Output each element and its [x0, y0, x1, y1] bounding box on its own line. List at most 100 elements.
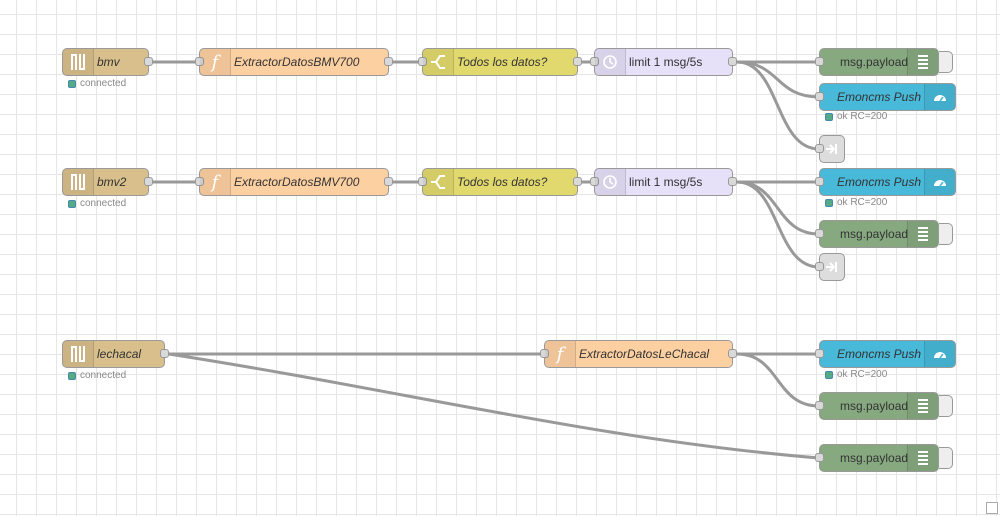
output-port[interactable] [144, 177, 153, 186]
input-port[interactable] [815, 453, 824, 462]
workspace-resize-handle[interactable] [986, 502, 998, 514]
debug-list-icon [907, 445, 938, 471]
switch-node[interactable]: Todos los datos? [418, 48, 582, 76]
wire [736, 180, 820, 269]
debug-list-icon [907, 49, 938, 75]
output-port[interactable] [144, 57, 153, 66]
input-port[interactable] [815, 57, 824, 66]
debug-toggle-button[interactable] [939, 223, 953, 245]
link-out-icon [820, 136, 844, 162]
input-port[interactable] [815, 144, 824, 153]
serial-icon [63, 49, 94, 75]
function-node[interactable]: f ExtractorDatosLeChacal [540, 340, 737, 368]
node-label: msg.payload [840, 227, 909, 241]
debug-list-icon [907, 393, 938, 419]
input-port[interactable] [815, 92, 824, 101]
node-label: bmv [97, 55, 120, 69]
node-status: ok RC=200 [825, 369, 887, 380]
link-out-node[interactable] [815, 253, 845, 281]
node-label: ExtractorDatosLeChacal [579, 347, 710, 361]
input-port[interactable] [815, 177, 824, 186]
serial-node-lechacal[interactable]: lechacal [62, 340, 169, 368]
link-out-node[interactable] [815, 135, 845, 163]
status-dot-icon [68, 199, 76, 208]
node-label: msg.payload [840, 451, 909, 465]
timer-icon [595, 169, 626, 195]
debug-list-icon [907, 221, 938, 247]
status-dot-icon [68, 79, 76, 88]
input-port[interactable] [815, 401, 824, 410]
node-label: Todos los datos? [457, 55, 548, 69]
input-port[interactable] [590, 177, 599, 186]
node-status: ok RC=200 [825, 197, 887, 208]
delay-node[interactable]: limit 1 msg/5s [590, 48, 737, 76]
switch-node[interactable]: Todos los datos? [418, 168, 582, 196]
node-label: Todos los datos? [457, 175, 548, 189]
node-label: Emoncms Push [836, 175, 921, 189]
input-port[interactable] [815, 229, 824, 238]
debug-toggle-button[interactable] [939, 51, 953, 73]
output-port[interactable] [384, 177, 393, 186]
input-port[interactable] [590, 57, 599, 66]
output-port[interactable] [384, 57, 393, 66]
debug-toggle-button[interactable] [939, 447, 953, 469]
node-status: connected [68, 78, 126, 89]
serial-icon [63, 169, 94, 195]
function-node[interactable]: f ExtractorDatosBMV700 [195, 48, 393, 76]
output-port[interactable] [728, 177, 737, 186]
node-status: connected [68, 198, 126, 209]
function-icon: f [200, 49, 231, 75]
node-label: limit 1 msg/5s [629, 175, 703, 189]
serial-icon [63, 341, 94, 367]
debug-node[interactable]: msg.payload [815, 220, 953, 248]
node-label: ExtractorDatosBMV700 [234, 175, 360, 189]
gauge-icon [924, 84, 955, 110]
input-port[interactable] [540, 349, 549, 358]
function-icon: f [200, 169, 231, 195]
node-status: ok RC=200 [825, 111, 887, 122]
serial-node-bmv2[interactable]: bmv2 [62, 168, 153, 196]
input-port[interactable] [418, 57, 427, 66]
node-status: connected [68, 370, 126, 381]
status-dot-icon [825, 112, 833, 121]
status-dot-icon [825, 198, 833, 207]
input-port[interactable] [815, 262, 824, 271]
status-dot-icon [68, 371, 76, 380]
output-port[interactable] [160, 349, 169, 358]
node-label: Emoncms Push [836, 347, 921, 361]
status-dot-icon [825, 370, 833, 379]
function-node[interactable]: f ExtractorDatosBMV700 [195, 168, 393, 196]
emoncms-node[interactable]: Emoncms Push [815, 168, 956, 196]
input-port[interactable] [195, 57, 204, 66]
node-label: ExtractorDatosBMV700 [234, 55, 360, 69]
input-port[interactable] [815, 349, 824, 358]
delay-node[interactable]: limit 1 msg/5s [590, 168, 737, 196]
node-label: Emoncms Push [836, 90, 921, 104]
node-label: lechacal [97, 347, 142, 361]
debug-toggle-button[interactable] [939, 395, 953, 417]
output-port[interactable] [573, 57, 582, 66]
node-label: limit 1 msg/5s [629, 55, 703, 69]
input-port[interactable] [195, 177, 204, 186]
debug-node[interactable]: msg.payload [815, 392, 953, 420]
output-port[interactable] [728, 57, 737, 66]
gauge-icon [924, 169, 955, 195]
node-label: msg.payload [840, 55, 909, 69]
debug-node[interactable]: msg.payload [815, 444, 953, 472]
debug-node[interactable]: msg.payload [815, 48, 953, 76]
emoncms-node[interactable]: Emoncms Push [815, 340, 956, 368]
output-port[interactable] [573, 177, 582, 186]
link-out-icon [820, 254, 844, 280]
wire [168, 352, 820, 460]
function-icon: f [545, 341, 576, 367]
emoncms-node[interactable]: Emoncms Push [815, 83, 956, 111]
node-label: msg.payload [840, 399, 909, 413]
serial-node-bmv[interactable]: bmv [62, 48, 153, 76]
input-port[interactable] [418, 177, 427, 186]
gauge-icon [924, 341, 955, 367]
output-port[interactable] [728, 349, 737, 358]
timer-icon [595, 49, 626, 75]
node-label: bmv2 [97, 175, 127, 189]
wire [736, 352, 820, 408]
